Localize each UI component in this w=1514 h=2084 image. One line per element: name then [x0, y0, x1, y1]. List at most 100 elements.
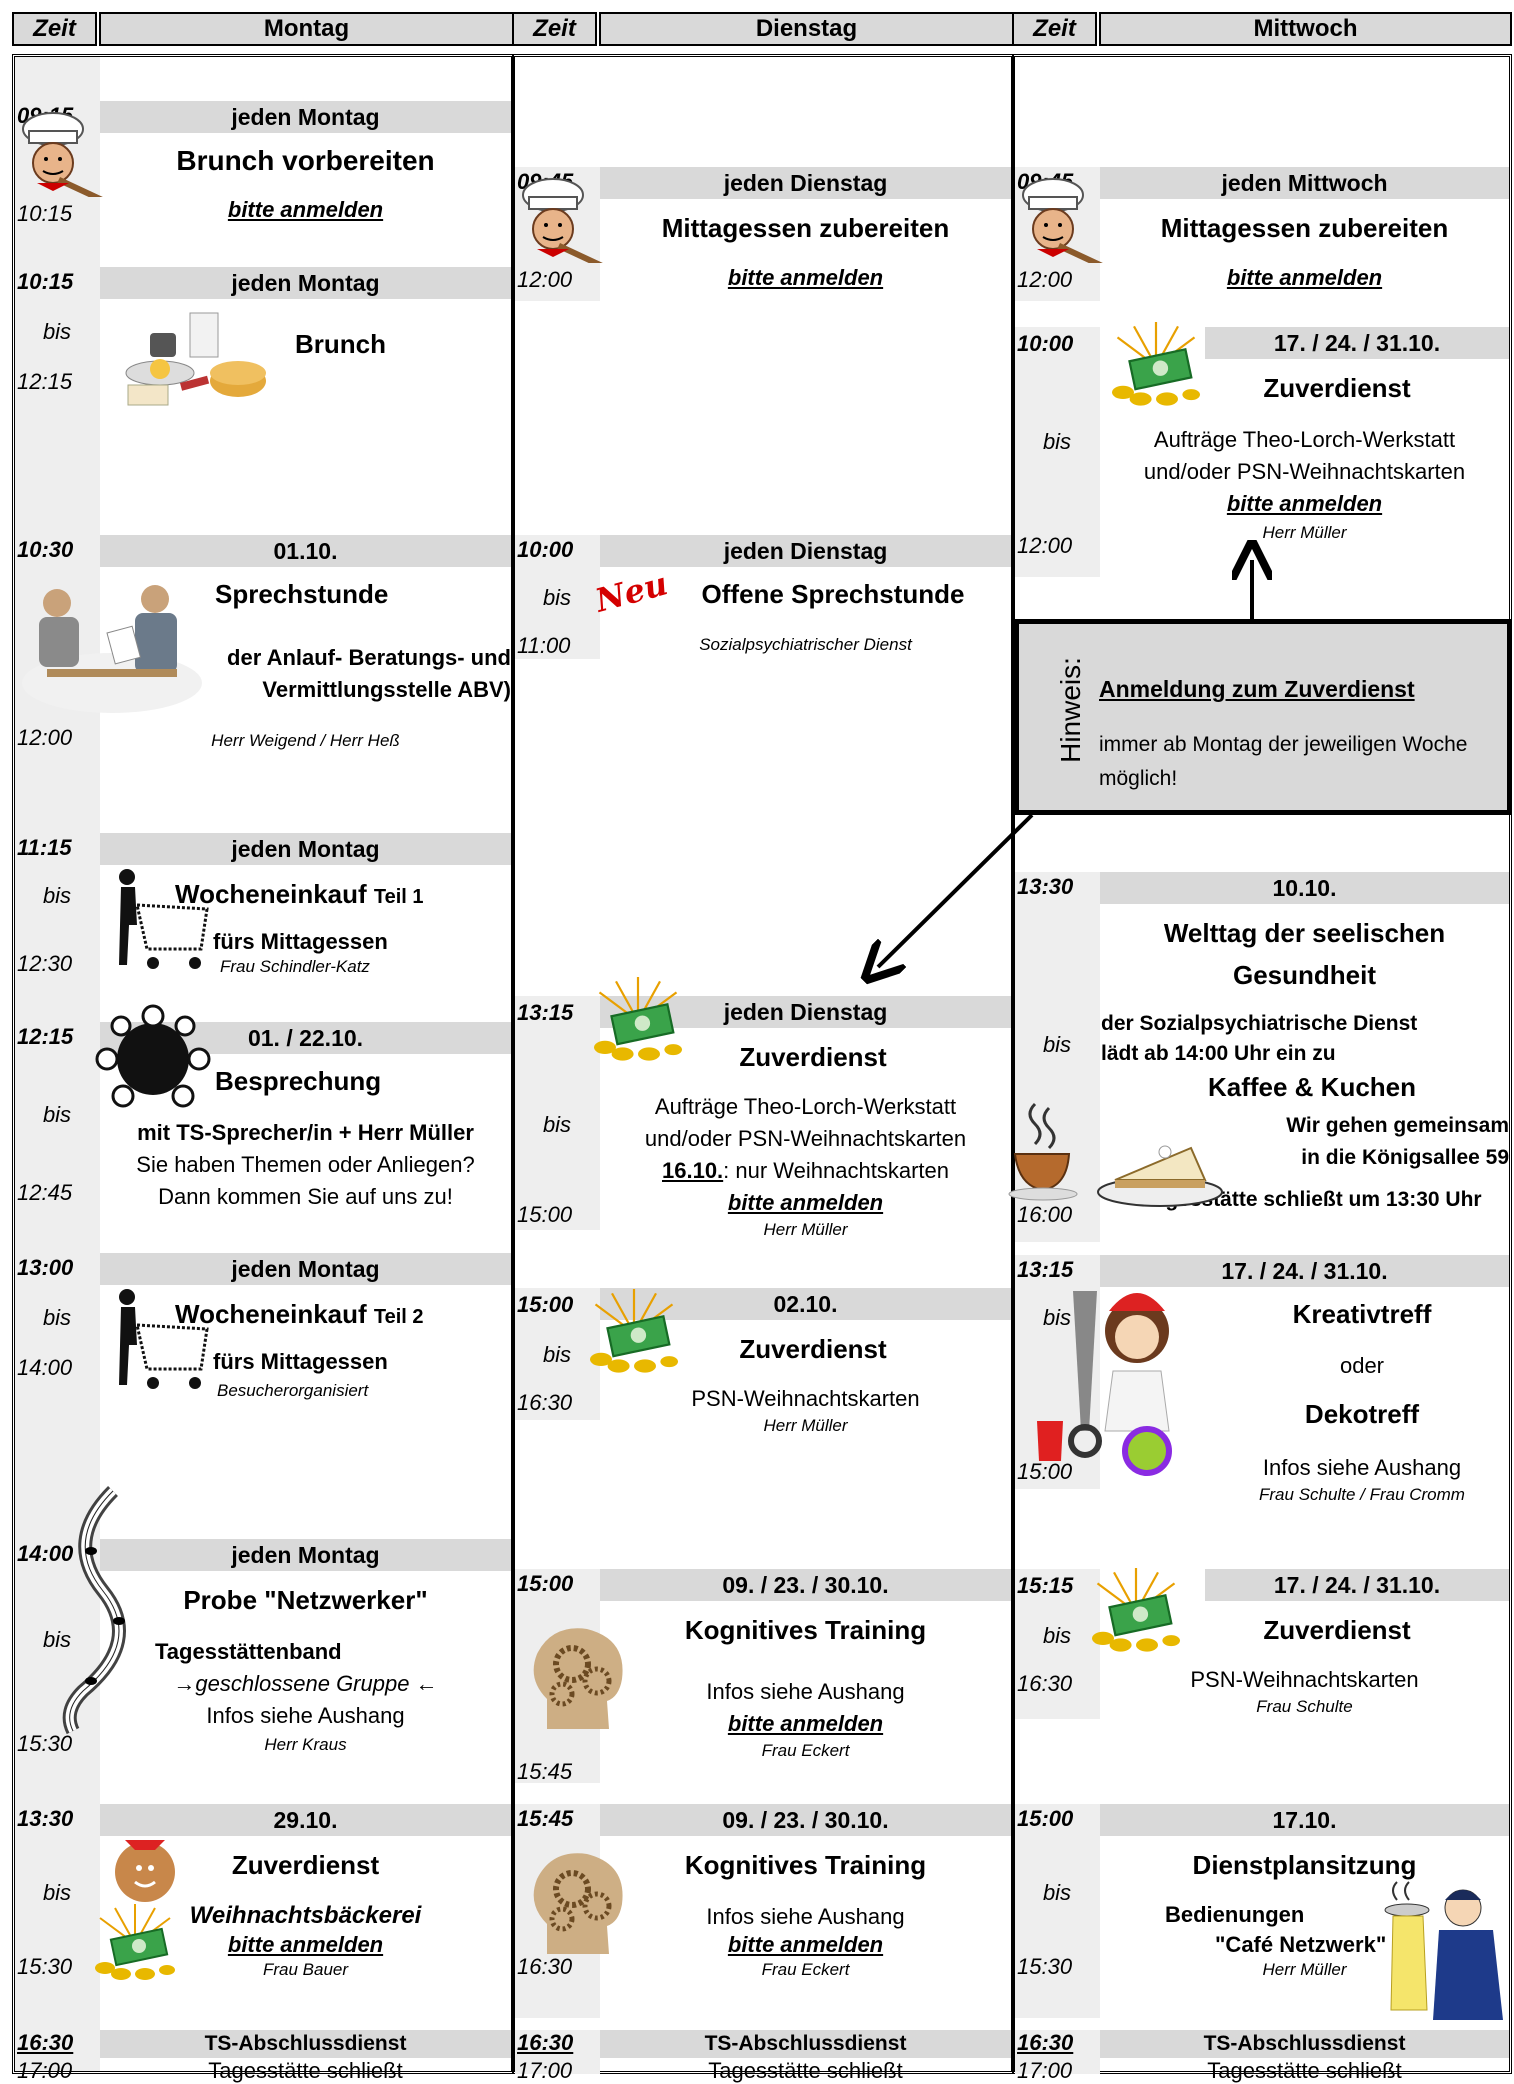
event-title: Offene Sprechstunde — [701, 579, 965, 609]
header-montag: Montag — [99, 12, 514, 46]
end-time: 15:00 — [1017, 1459, 1073, 1484]
date-bar: jeden Montag — [100, 267, 511, 299]
hinweis-title: Anmeldung zum Zuverdienst — [1099, 676, 1415, 702]
person: Frau Schulte / Frau Cromm — [1259, 1485, 1465, 1504]
event-title: Wocheneinkauf Teil 1 — [175, 879, 424, 910]
event-title-2: Dekotreff — [1304, 1399, 1420, 1429]
event-line: Dann kommen Sie auf uns zu! — [158, 1184, 453, 1209]
person: Frau Bauer — [262, 1960, 349, 1979]
date-bar: jeden Montag — [100, 833, 511, 865]
bis-label: bis — [42, 1627, 72, 1652]
event-line: mit TS-Sprecher/in + Herr Müller — [137, 1120, 474, 1145]
anmelden-note: bitte anmelden — [727, 1932, 884, 1957]
coffee-cup-icon — [1008, 1102, 1078, 1201]
money-icon — [95, 1904, 175, 1980]
time-strip — [1015, 1569, 1100, 1719]
date-bar: 17. / 24. / 31.10. — [1205, 327, 1509, 359]
event-line: Kaffee & Kuchen — [1207, 1072, 1417, 1102]
time-strip — [1015, 327, 1100, 577]
start-time: 13:30 — [1017, 874, 1074, 899]
anmelden-note: bitte anmelden — [227, 197, 384, 222]
event-title: Kognitives Training — [684, 1615, 927, 1645]
event-line: Vermittlungsstelle ABV) — [262, 677, 511, 702]
start-time: 10:15 — [17, 269, 74, 294]
start-time: 14:00 — [17, 1541, 74, 1566]
event-title: Zuverdienst — [1263, 1615, 1411, 1645]
date-bar: 10.10. — [1100, 872, 1509, 904]
brain-gears-icon — [533, 1628, 623, 1729]
shopping-cart-icon — [119, 1289, 209, 1389]
event-sub: fürs Mittagessen — [213, 1349, 388, 1374]
person: Frau Eckert — [761, 1741, 850, 1760]
hinweis-box: Hinweis: Anmeldung zum Zuverdienst immer… — [1014, 619, 1512, 815]
date-bar: 02.10. — [600, 1288, 1011, 1320]
start-time: 15:45 — [517, 1806, 574, 1831]
date-bar: 29.10. — [100, 1804, 511, 1836]
event-line: PSN-Weihnachtskarten — [691, 1386, 920, 1411]
end-time: 10:15 — [17, 201, 73, 226]
date-bar: TS-Abschlussdienst — [1100, 2030, 1509, 2058]
person: Frau Schulte — [1256, 1697, 1353, 1716]
event-line: der Sozialpsychiatrische Dienst — [1101, 1012, 1418, 1035]
bis-label: bis — [1042, 1305, 1072, 1330]
end-time: 16:00 — [1017, 1202, 1073, 1227]
person: Besucherorganisiert — [217, 1381, 369, 1400]
event-line: Aufträge Theo-Lorch-Werkstatt — [654, 1094, 957, 1119]
event-title: Zuverdienst — [231, 1850, 380, 1880]
event-title: Mittagessen zubereiten — [661, 213, 950, 243]
title-main: Wocheneinkauf — [175, 1299, 374, 1329]
person: Herr Müller — [763, 1220, 848, 1239]
date-bar: 17.10. — [1100, 1804, 1509, 1836]
person: Herr Müller — [763, 1416, 848, 1435]
end-time: 15:30 — [17, 1954, 73, 1979]
event-line: 16.10.: nur Weihnachtskarten — [600, 1158, 1011, 1184]
end-time: 16:30 — [1017, 1671, 1073, 1696]
anmelden-note: bitte anmelden — [727, 265, 884, 290]
bis-label: bis — [42, 1102, 72, 1127]
event-title: Brunch — [295, 329, 386, 359]
bis-label: bis — [42, 1305, 72, 1330]
event-line: Tagesstättenband — [155, 1639, 342, 1664]
anmelden-note: bitte anmelden — [1226, 491, 1383, 516]
event-title: Zuverdienst — [739, 1042, 887, 1072]
start-time: 10:30 — [17, 537, 74, 562]
title-part: Teil 2 — [373, 1306, 424, 1328]
start-time: 10:00 — [1017, 331, 1074, 356]
event-line: PSN-Weihnachtskarten — [1190, 1667, 1419, 1692]
time-strip — [515, 996, 600, 1230]
event-title: Mittagessen zubereiten — [1160, 213, 1449, 243]
event-line: Sie haben Themen oder Anliegen? — [136, 1152, 475, 1177]
time-strip — [515, 535, 600, 659]
gingerbread-icon — [115, 1840, 175, 1902]
start-time: 16:30 — [1017, 2030, 1074, 2055]
start-time: 16:30 — [517, 2030, 574, 2055]
start-time: 16:30 — [17, 2030, 74, 2055]
end-time: 12:30 — [17, 951, 73, 976]
schedule-page: Zeit Montag Zeit Dienstag Zeit Mittwoch … — [12, 12, 1512, 2083]
waitress-icon — [1384, 1881, 1503, 2020]
event-line: der Anlauf- Beratungs- und — [227, 645, 511, 670]
bis-label: bis — [42, 319, 72, 344]
time-strip — [1015, 2030, 1100, 2074]
chef-icon — [522, 178, 606, 263]
brain-gears-icon — [533, 1853, 623, 1954]
money-icon — [1112, 322, 1200, 406]
date-bar: jeden Dienstag — [600, 535, 1011, 567]
date-bar: 01.10. — [100, 535, 511, 567]
event-title-2: Gesundheit — [1232, 960, 1376, 990]
oder-label: oder — [1339, 1353, 1385, 1378]
anmelden-note: bitte anmelden — [727, 1190, 884, 1215]
event-line: Tagesstätte schließt — [208, 2058, 403, 2083]
event-title: Wocheneinkauf Teil 2 — [175, 1299, 424, 1330]
date-bar: jeden Dienstag — [600, 167, 1011, 199]
start-time: 15:00 — [517, 1571, 574, 1596]
header-zeit-mittwoch: Zeit — [1012, 12, 1097, 46]
event-line: und/oder PSN-Weihnachtskarten — [1143, 459, 1466, 484]
title-part: Teil 1 — [373, 886, 424, 908]
anmelden-note: bitte anmelden — [227, 1932, 384, 1957]
end-time: 17:00 — [1017, 2058, 1073, 2083]
event-title: Welttag der seelischen — [1163, 918, 1446, 948]
breakfast-icon — [125, 312, 266, 406]
date-note: : nur Weihnachtskarten — [723, 1158, 949, 1183]
date-bar: TS-Abschlussdienst — [600, 2030, 1011, 2058]
